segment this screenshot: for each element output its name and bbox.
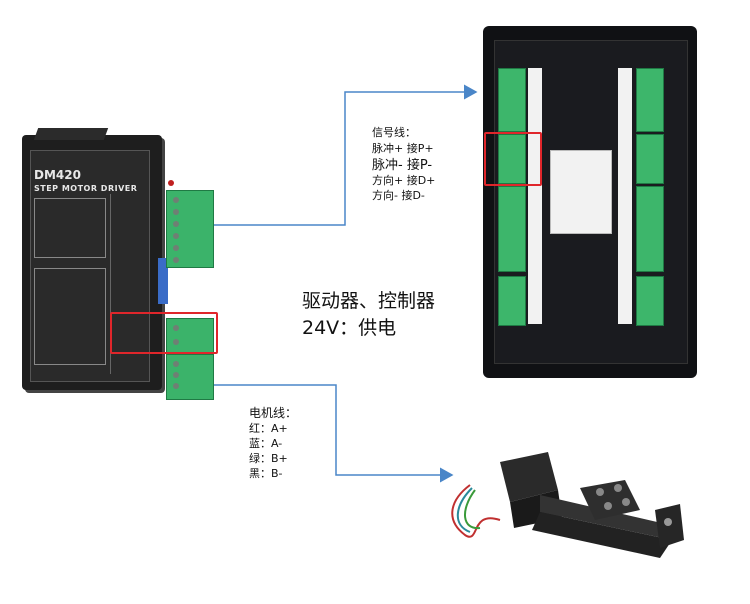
signal-connector-line bbox=[213, 84, 478, 226]
driver-model-label: DM420 bbox=[34, 168, 81, 182]
controller-label-strip-left bbox=[528, 68, 542, 324]
controller-signal-highlight bbox=[484, 132, 542, 186]
driver-front-panel bbox=[30, 150, 150, 382]
controller-terminal-left-1 bbox=[498, 68, 526, 132]
controller-info-panel bbox=[550, 150, 612, 234]
dip-switch bbox=[158, 258, 168, 304]
signal-label-line: 脉冲+ 接P+ bbox=[372, 142, 434, 155]
motor-label-line: 红：A+ bbox=[249, 422, 288, 435]
controller-terminal-right-3 bbox=[636, 186, 664, 272]
motor-label-line: 绿：B+ bbox=[249, 452, 288, 465]
motor-connector-line bbox=[213, 384, 454, 483]
power-label-line2: 24V：供电 bbox=[302, 317, 397, 339]
motor-label-title: 电机线： bbox=[249, 406, 298, 420]
subdivision-table bbox=[34, 268, 106, 365]
controller-terminal-right-1 bbox=[636, 68, 664, 132]
current-table bbox=[34, 198, 106, 258]
signal-label-title: 信号线： bbox=[372, 126, 416, 139]
linear-stage-motor bbox=[451, 452, 684, 558]
signal-label-line: 方向+ 接D+ bbox=[372, 174, 436, 187]
controller-terminal-left-4 bbox=[498, 276, 526, 326]
driver-power-highlight bbox=[110, 312, 218, 354]
signal-label-line: 脉冲- 接P- bbox=[372, 158, 433, 173]
motor-label-line: 蓝：A- bbox=[249, 437, 283, 450]
signal-label-line: 方向- 接D- bbox=[372, 189, 425, 202]
power-label-line1: 驱动器、控制器 bbox=[302, 290, 436, 312]
controller-terminal-left-2 bbox=[498, 134, 526, 184]
motor-terminal-block bbox=[166, 354, 214, 400]
driver-top-edge bbox=[33, 128, 109, 140]
driver-subtitle: STEP MOTOR DRIVER bbox=[34, 184, 138, 193]
controller-terminal-right-4 bbox=[636, 276, 664, 326]
signal-terminal-block bbox=[166, 190, 214, 268]
motor-label-line: 黑：B- bbox=[249, 467, 283, 480]
driver-pin-legend bbox=[110, 194, 151, 374]
status-led bbox=[168, 180, 174, 186]
controller-terminal-right-2 bbox=[636, 134, 664, 184]
controller-terminal-left-3 bbox=[498, 186, 526, 272]
controller-label-strip-right bbox=[618, 68, 632, 324]
